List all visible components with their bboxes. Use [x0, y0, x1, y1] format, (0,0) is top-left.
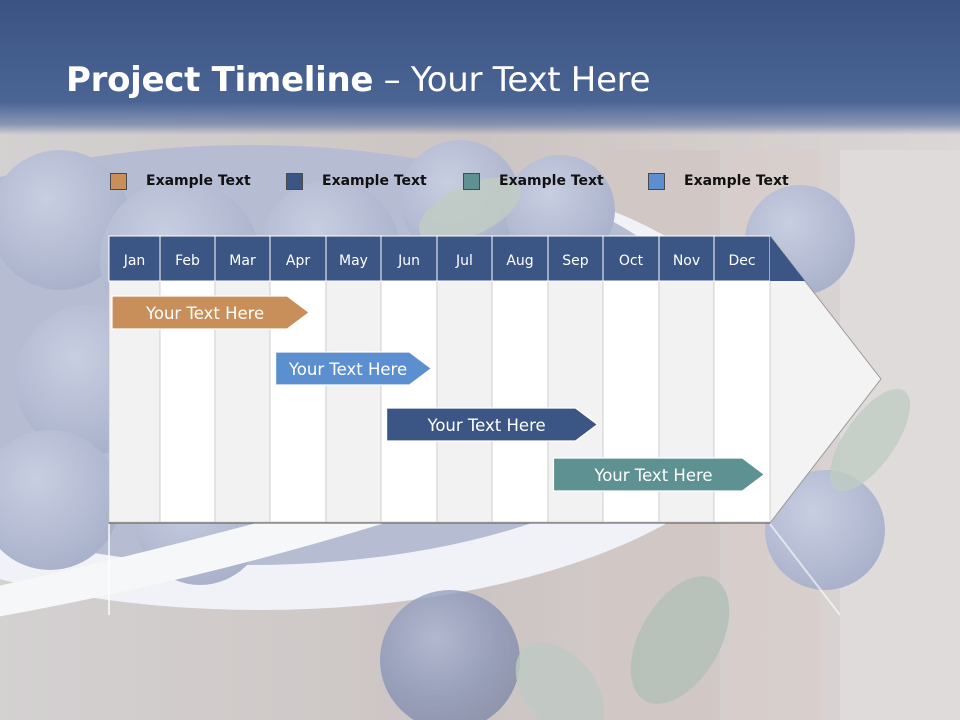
month-header-tail	[770, 236, 805, 281]
slide-title: Project Timeline – Your Text Here	[66, 60, 651, 100]
legend-item-2: Example Text	[286, 170, 427, 192]
month-header-cell	[214, 235, 271, 282]
month-header-cell	[602, 235, 660, 282]
task-bar	[111, 295, 311, 330]
task-label: Your Text Here	[426, 416, 545, 435]
legend-item-3: Example Text	[463, 170, 604, 192]
legend-item-4: Example Text	[648, 170, 789, 192]
legend-swatch-2	[286, 172, 303, 190]
month-header-cell	[547, 235, 604, 282]
legend-label-4: Example Text	[684, 173, 789, 189]
title-bold: Project Timeline	[66, 60, 374, 100]
reflection-line-right	[769, 523, 841, 616]
month-label: Jan	[123, 253, 146, 269]
legend-item-1: Example Text	[110, 170, 251, 192]
legend-swatch-4	[648, 172, 665, 190]
task-label: Your Text Here	[145, 304, 264, 323]
task-label: Your Text Here	[288, 360, 407, 379]
month-header-cell	[108, 235, 161, 282]
month-label: Feb	[175, 253, 200, 269]
month-label: Nov	[673, 253, 700, 269]
task-bar	[386, 407, 599, 442]
month-label: Aug	[506, 253, 533, 269]
task-bar	[275, 351, 433, 386]
month-label: Sep	[562, 253, 589, 269]
month-column	[325, 280, 382, 523]
title-rest: – Your Text Here	[373, 60, 651, 100]
month-header-cell	[380, 235, 438, 282]
month-label: May	[339, 253, 368, 269]
month-label: Jul	[455, 253, 473, 269]
legend-label-3: Example Text	[499, 173, 604, 189]
month-label: Apr	[286, 253, 310, 269]
month-header-cell	[713, 235, 771, 282]
month-label: Jun	[397, 253, 420, 269]
month-header-cell	[491, 235, 549, 282]
month-header-cell	[269, 235, 327, 282]
month-column	[380, 280, 438, 523]
month-label: Mar	[229, 253, 256, 269]
month-column	[436, 280, 493, 523]
legend-swatch-1	[110, 172, 127, 190]
header-band	[0, 0, 960, 135]
month-header-cell	[159, 235, 216, 282]
month-column	[491, 280, 549, 523]
legend-label-2: Example Text	[322, 173, 427, 189]
task-bar	[552, 457, 766, 492]
month-label: Dec	[728, 253, 755, 269]
task-label: Your Text Here	[593, 466, 712, 485]
month-label: Oct	[619, 253, 644, 269]
legend-swatch-3	[463, 172, 480, 190]
legend-label-1: Example Text	[146, 173, 251, 189]
